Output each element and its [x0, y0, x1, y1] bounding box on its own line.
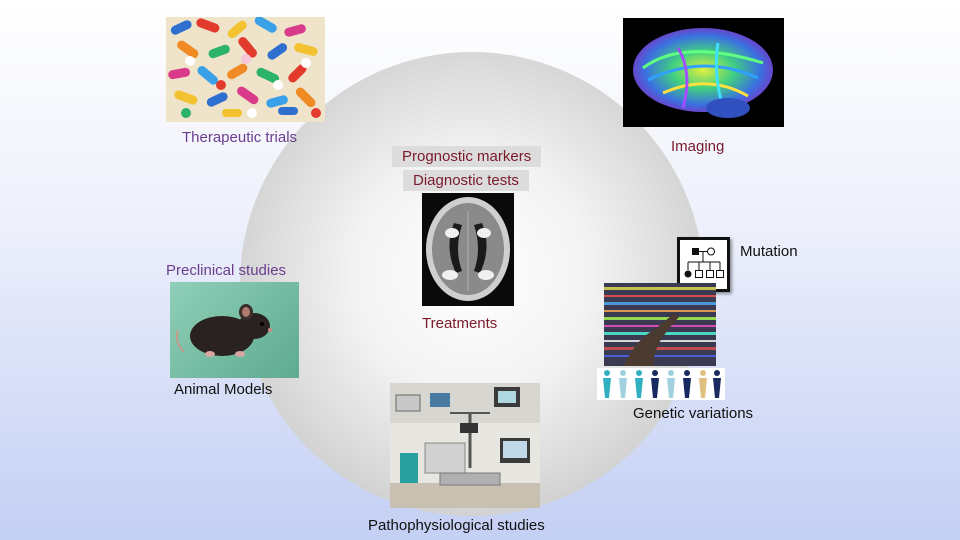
label-treatments: Treatments: [422, 315, 498, 332]
population-figures-image: [597, 368, 725, 400]
label-pathophysiological-studies: Pathophysiological studies: [368, 517, 545, 534]
label-mutation: Mutation: [740, 243, 798, 260]
pills-image: [166, 17, 325, 122]
mouse-image: [170, 282, 299, 378]
brain-tractography-image: [623, 18, 784, 127]
label-genetic-variations: Genetic variations: [633, 405, 754, 422]
laboratory-setup-image: [390, 383, 540, 508]
label-prognostic-markers: Prognostic markers: [392, 146, 542, 167]
label-preclinical-studies: Preclinical studies: [166, 262, 287, 279]
label-therapeutic-trials: Therapeutic trials: [182, 129, 298, 146]
label-diagnostic-tests: Diagnostic tests: [403, 170, 529, 191]
pedigree-chart-image: [677, 237, 730, 292]
label-animal-models: Animal Models: [174, 381, 273, 398]
label-imaging: Imaging: [671, 138, 725, 155]
dna-sequence-image: [604, 283, 716, 366]
brain-mri-image: [422, 193, 514, 306]
